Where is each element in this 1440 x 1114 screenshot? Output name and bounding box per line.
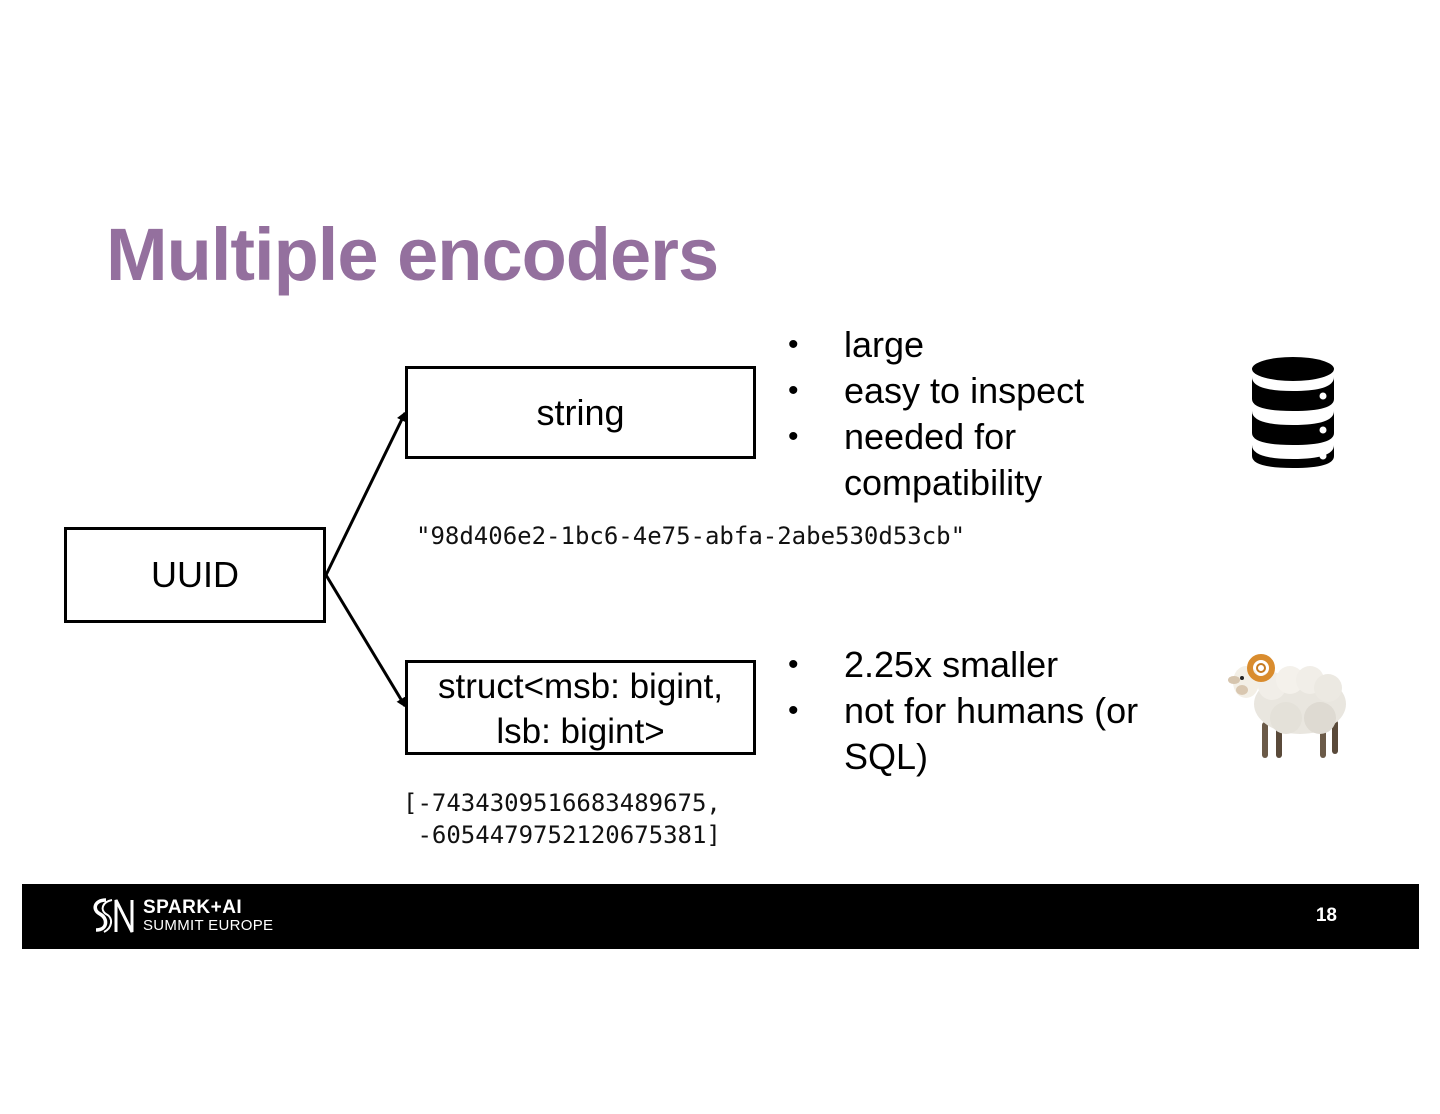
footer-bar: SPARK+AI SUMMIT EUROPE 18	[22, 884, 1419, 949]
footer-brand-name: SPARK+AI	[143, 897, 243, 918]
struct-example-value: [-7434309516683489675, -6054479752120675…	[403, 787, 721, 851]
arrow-to-struct	[324, 574, 407, 708]
slide-title: Multiple encoders	[106, 213, 719, 296]
footer-brand-subtitle: SUMMIT EUROPE	[143, 917, 274, 934]
string-bullet-list: •large •easy to inspect •needed for comp…	[788, 322, 1152, 506]
uuid-node: UUID	[64, 527, 326, 623]
string-example-value: "98d406e2-1bc6-4e75-abfa-2abe530d53cb"	[416, 522, 966, 550]
struct-bullet-list: •2.25x smaller •not for humans (or SQL)	[788, 642, 1152, 780]
struct-encoder-node: struct<msb: bigint, lsb: bigint>	[405, 660, 756, 755]
struct-example-line2: -6054479752120675381]	[403, 821, 721, 849]
bullet-item: •large	[788, 324, 925, 365]
struct-example-line1: [-7434309516683489675,	[403, 789, 721, 817]
struct-label-line2: lsb: bigint>	[496, 711, 665, 751]
struct-label-line1: struct<msb: bigint,	[438, 666, 723, 706]
database-icon	[1252, 357, 1334, 468]
page-number: 18	[1315, 905, 1337, 926]
ram-sheep-icon	[1228, 654, 1346, 758]
bullet-item: •not for humans (or SQL)	[788, 690, 1139, 777]
string-encoder-node: string	[405, 366, 756, 459]
bullet-item: •2.25x smaller	[788, 644, 1059, 685]
spark-ai-logo-icon	[93, 898, 134, 933]
bullet-item: •needed for compatibility	[788, 416, 1043, 503]
arrow-to-string	[324, 411, 407, 576]
bullet-item: •easy to inspect	[788, 370, 1085, 411]
